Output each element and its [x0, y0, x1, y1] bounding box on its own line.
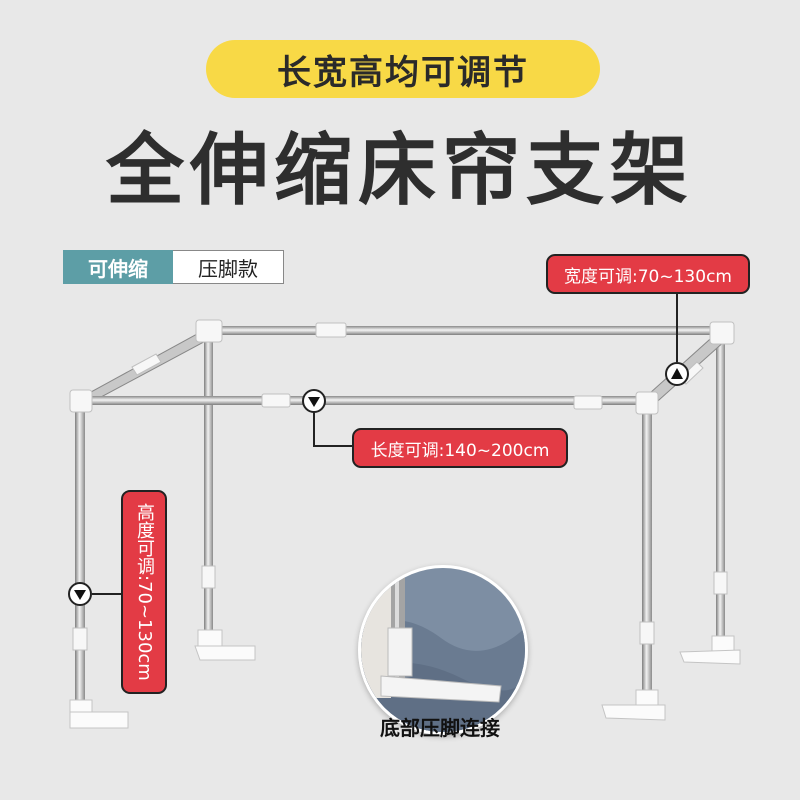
connectors — [69, 319, 735, 651]
feature-badge-text: 长宽高均可调节 — [277, 52, 529, 93]
tab-foot-press[interactable]: 压脚款 — [173, 250, 284, 284]
arrow-down-icon — [302, 389, 326, 413]
page-title: 全伸缩床帘支架 — [105, 126, 694, 216]
length-tag: 长度可调:140~200cm — [352, 428, 568, 468]
arrow-up-icon — [665, 362, 689, 386]
foot-pads — [69, 629, 741, 729]
feature-badge: 长宽高均可调节 — [206, 40, 600, 98]
foot-detail-photo — [358, 565, 528, 735]
callout-lines — [313, 271, 678, 447]
tab-retractable[interactable]: 可伸缩 — [63, 250, 173, 284]
width-tag: 宽度可调:70~130cm — [546, 254, 750, 294]
front-frame — [75, 396, 652, 718]
back-frame — [204, 326, 725, 655]
variant-tabs: 可伸缩 压脚款 — [63, 250, 284, 284]
photo-caption: 底部压脚连接 — [380, 716, 500, 740]
arrow-down-icon — [68, 582, 92, 606]
height-tag: 高度可调:70~130cm — [121, 490, 167, 694]
